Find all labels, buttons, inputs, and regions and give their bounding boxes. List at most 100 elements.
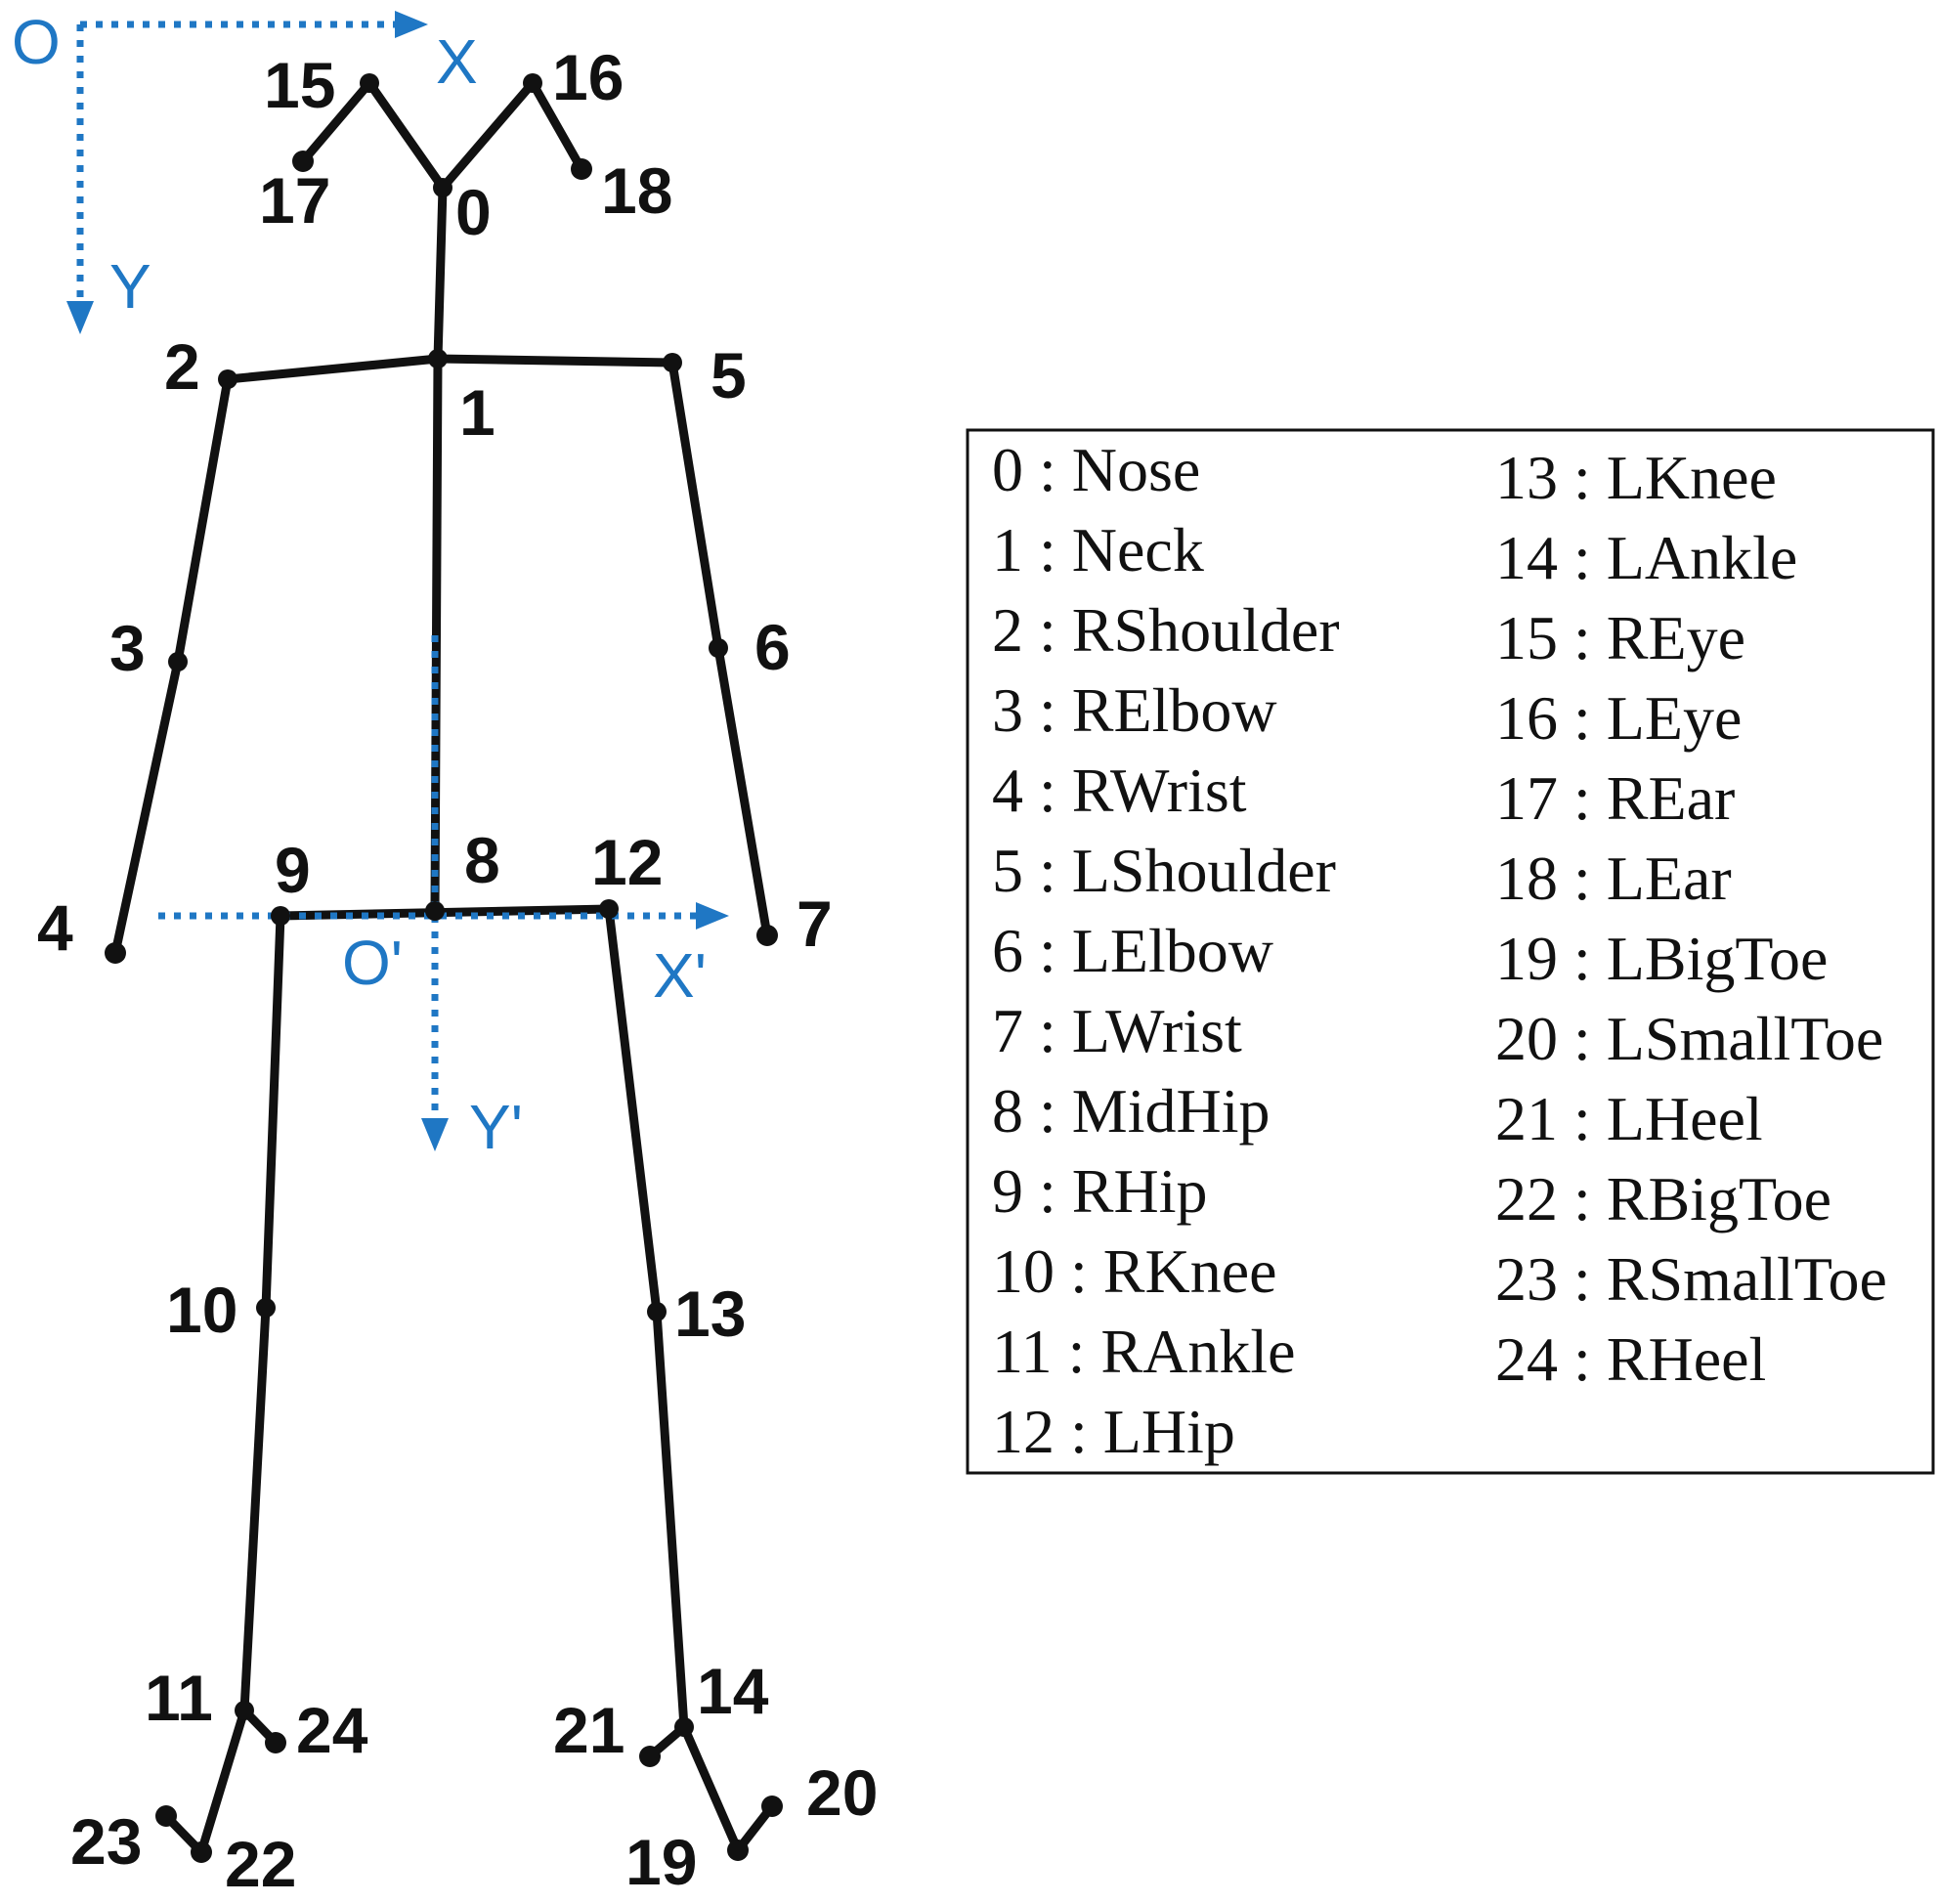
joint-reye	[360, 73, 379, 93]
keypoint-label-rsmalltoe: 23	[70, 1805, 142, 1878]
keypoint-label-lsmalltoe: 20	[806, 1756, 878, 1829]
joint-lankle	[674, 1717, 694, 1737]
legend-entry: 0 : Nose	[992, 435, 1200, 504]
keypoint-legend: 0 : Nose 1 : Neck 2 : RShoulder 3 : RElb…	[966, 428, 1935, 1475]
bone-neck-midhip	[430, 354, 443, 916]
joint-lsmalltoe	[761, 1796, 783, 1817]
bone-relbow-rwrist	[110, 657, 183, 958]
joint-rear	[292, 151, 314, 172]
joint-lheel	[639, 1746, 661, 1767]
keypoint-label-leye: 16	[552, 41, 624, 113]
legend-entry: 24 : RHeel	[1495, 1324, 1766, 1394]
keypoint-label-neck: 1	[459, 376, 495, 449]
joint-neck	[428, 349, 448, 368]
keypoint-label-lshoulder: 5	[711, 339, 747, 411]
legend-entry: 6 : LElbow	[992, 916, 1273, 985]
joint-leye	[523, 73, 542, 93]
keypoint-label-nose: 0	[455, 176, 492, 248]
keypoint-label-lwrist: 7	[797, 887, 833, 960]
joint-midhip	[425, 901, 445, 921]
keypoint-label-lhip: 12	[591, 826, 663, 898]
bone-neck-rshoulder	[223, 354, 443, 384]
local-x-arrowhead	[696, 902, 729, 930]
joint-rshoulder	[218, 369, 237, 389]
bone-nose-leye	[438, 78, 538, 193]
global-y-arrowhead	[66, 301, 94, 334]
keypoint-label-rheel: 24	[296, 1694, 368, 1766]
global-origin-label: O	[12, 7, 61, 77]
legend-entry: 12 : LHip	[992, 1397, 1235, 1466]
keypoint-label-rear: 17	[259, 164, 330, 237]
keypoint-label-rwrist: 4	[37, 891, 73, 964]
keypoint-label-lear: 18	[601, 154, 672, 227]
bone-lankle-lbigtoe	[679, 1722, 743, 1855]
bone-lshoulder-lelbow	[668, 358, 723, 653]
keypoint-label-lelbow: 6	[754, 611, 791, 683]
legend-entry: 8 : MidHip	[992, 1076, 1270, 1146]
bone-lhip-lknee	[604, 904, 662, 1317]
keypoint-labels: 0 1 2 3 4 5 6 7 8 9 10 11 12 13 14 15 16…	[37, 41, 878, 1900]
bone-rknee-rankle	[239, 1303, 271, 1715]
bone-rshoulder-relbow	[173, 374, 233, 667]
legend-entry: 2 : RShoulder	[992, 595, 1340, 665]
bone-neck-nose	[433, 183, 448, 364]
legend-entry: 18 : LEar	[1495, 844, 1732, 913]
joint-lshoulder	[663, 353, 682, 372]
keypoint-label-rknee: 10	[166, 1274, 237, 1346]
local-x-label: X'	[653, 940, 707, 1011]
joint-lear	[571, 158, 592, 180]
bone-leye-lear	[528, 78, 586, 174]
keypoint-label-rhip: 9	[275, 834, 311, 906]
joint-rankle	[235, 1701, 254, 1720]
keypoint-label-lheel: 21	[553, 1694, 624, 1766]
keypoint-label-rbigtoe: 22	[225, 1828, 296, 1900]
legend-entry: 20 : LSmallToe	[1495, 1004, 1883, 1073]
legend-entry: 15 : REye	[1495, 603, 1745, 672]
joint-relbow	[168, 652, 188, 671]
global-y-label: Y	[109, 251, 151, 322]
keypoint-label-relbow: 3	[109, 612, 146, 684]
bone-nose-reye	[365, 78, 448, 193]
legend-entry: 14 : LAnkle	[1495, 523, 1797, 592]
legend-entry: 19 : LBigToe	[1495, 924, 1828, 993]
keypoint-label-rankle: 11	[145, 1662, 213, 1734]
bone-rhip-rknee	[261, 911, 285, 1313]
local-y-arrowhead	[421, 1118, 449, 1151]
legend-entry: 1 : Neck	[992, 515, 1204, 584]
keypoint-label-rshoulder: 2	[164, 330, 200, 403]
skeleton-joints	[105, 73, 783, 1863]
joint-lhip	[599, 899, 619, 919]
joint-lbigtoe	[727, 1839, 749, 1861]
keypoint-label-lbigtoe: 19	[625, 1826, 697, 1898]
joint-rwrist	[105, 942, 126, 964]
global-axes: O X Y	[12, 7, 478, 334]
keypoint-label-midhip: 8	[464, 824, 500, 896]
joint-lelbow	[709, 638, 728, 658]
legend-entry: 5 : LShoulder	[992, 836, 1336, 905]
legend-entry: 4 : RWrist	[992, 756, 1247, 825]
keypoint-label-reye: 15	[264, 49, 335, 121]
legend-border	[966, 428, 1935, 1475]
legend-entry: 13 : LKnee	[1495, 443, 1777, 512]
legend-entry: 9 : RHip	[992, 1156, 1207, 1226]
joint-rbigtoe	[191, 1841, 212, 1863]
global-x-label: X	[436, 26, 478, 97]
legend-entry: 17 : REar	[1495, 763, 1735, 833]
joint-nose	[433, 178, 452, 197]
legend-entry: 16 : LEye	[1495, 683, 1742, 753]
legend-entry: 3 : RElbow	[992, 675, 1277, 745]
joint-rsmalltoe	[155, 1805, 177, 1827]
bone-lelbow-lwrist	[713, 643, 772, 940]
joint-rheel	[265, 1732, 286, 1753]
joint-lknee	[647, 1302, 667, 1321]
global-x-arrowhead	[395, 11, 428, 38]
legend-entry: 23 : RSmallToe	[1495, 1244, 1887, 1314]
bone-rankle-rbigtoe	[196, 1706, 249, 1857]
joint-rhip	[271, 906, 290, 926]
bone-reye-rear	[298, 78, 374, 166]
joint-lwrist	[756, 925, 778, 946]
legend-entry: 21 : LHeel	[1495, 1084, 1763, 1153]
local-y-label: Y'	[469, 1092, 523, 1162]
local-axes: O' X' Y'	[158, 635, 729, 1162]
